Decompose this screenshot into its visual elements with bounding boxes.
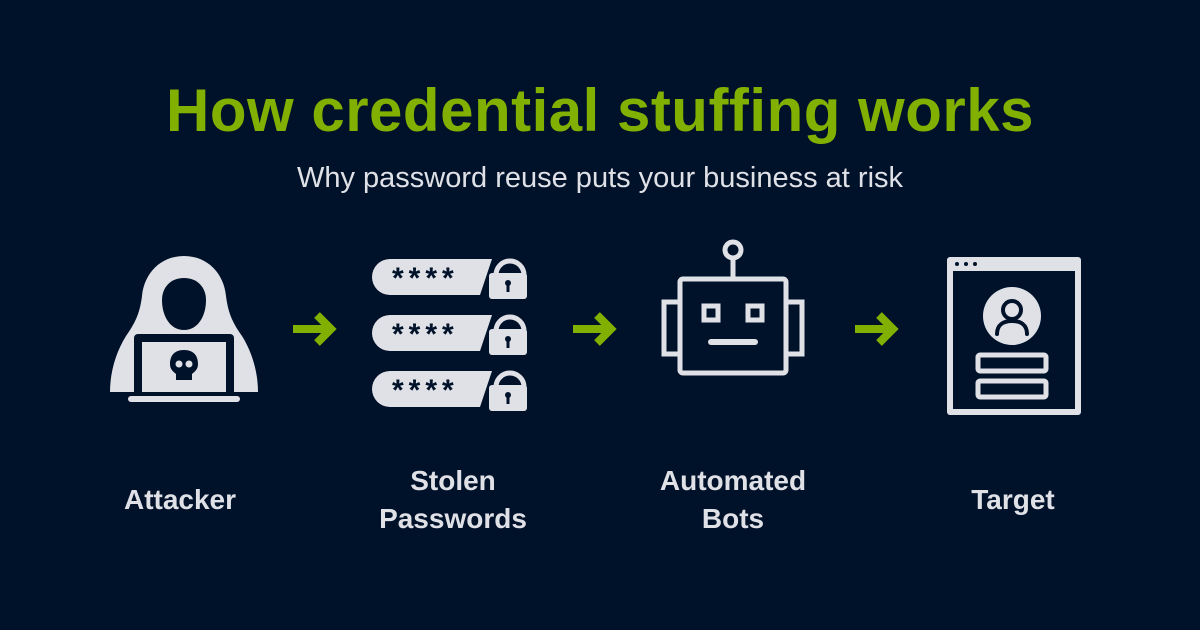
page-subtitle: Why password reuse puts your business at…: [296, 162, 904, 194]
robot-icon: [661, 239, 805, 376]
arrow-right-icon: [573, 312, 617, 346]
label-line: Automated: [659, 465, 807, 496]
password-fields-lock-icon: ****: [372, 258, 532, 415]
step-label-attacker: Attacker: [123, 484, 237, 515]
step-label-stolen-passwords: Stolen Passwords: [343, 462, 563, 538]
step-label-target: Target: [971, 484, 1055, 515]
label-line: Passwords: [379, 503, 527, 534]
hooded-hacker-icon: [110, 256, 258, 402]
page-title: How credential stuffing works: [166, 77, 1034, 144]
arrow-right-icon: [293, 312, 337, 346]
label-line: Stolen: [410, 465, 496, 496]
svg-text:****: ****: [392, 262, 459, 295]
label-line: Bots: [701, 503, 765, 534]
browser-login-profile-icon: [947, 257, 1081, 415]
arrow-right-icon: [855, 312, 899, 346]
step-label-automated-bots: Automated Bots: [623, 462, 843, 538]
